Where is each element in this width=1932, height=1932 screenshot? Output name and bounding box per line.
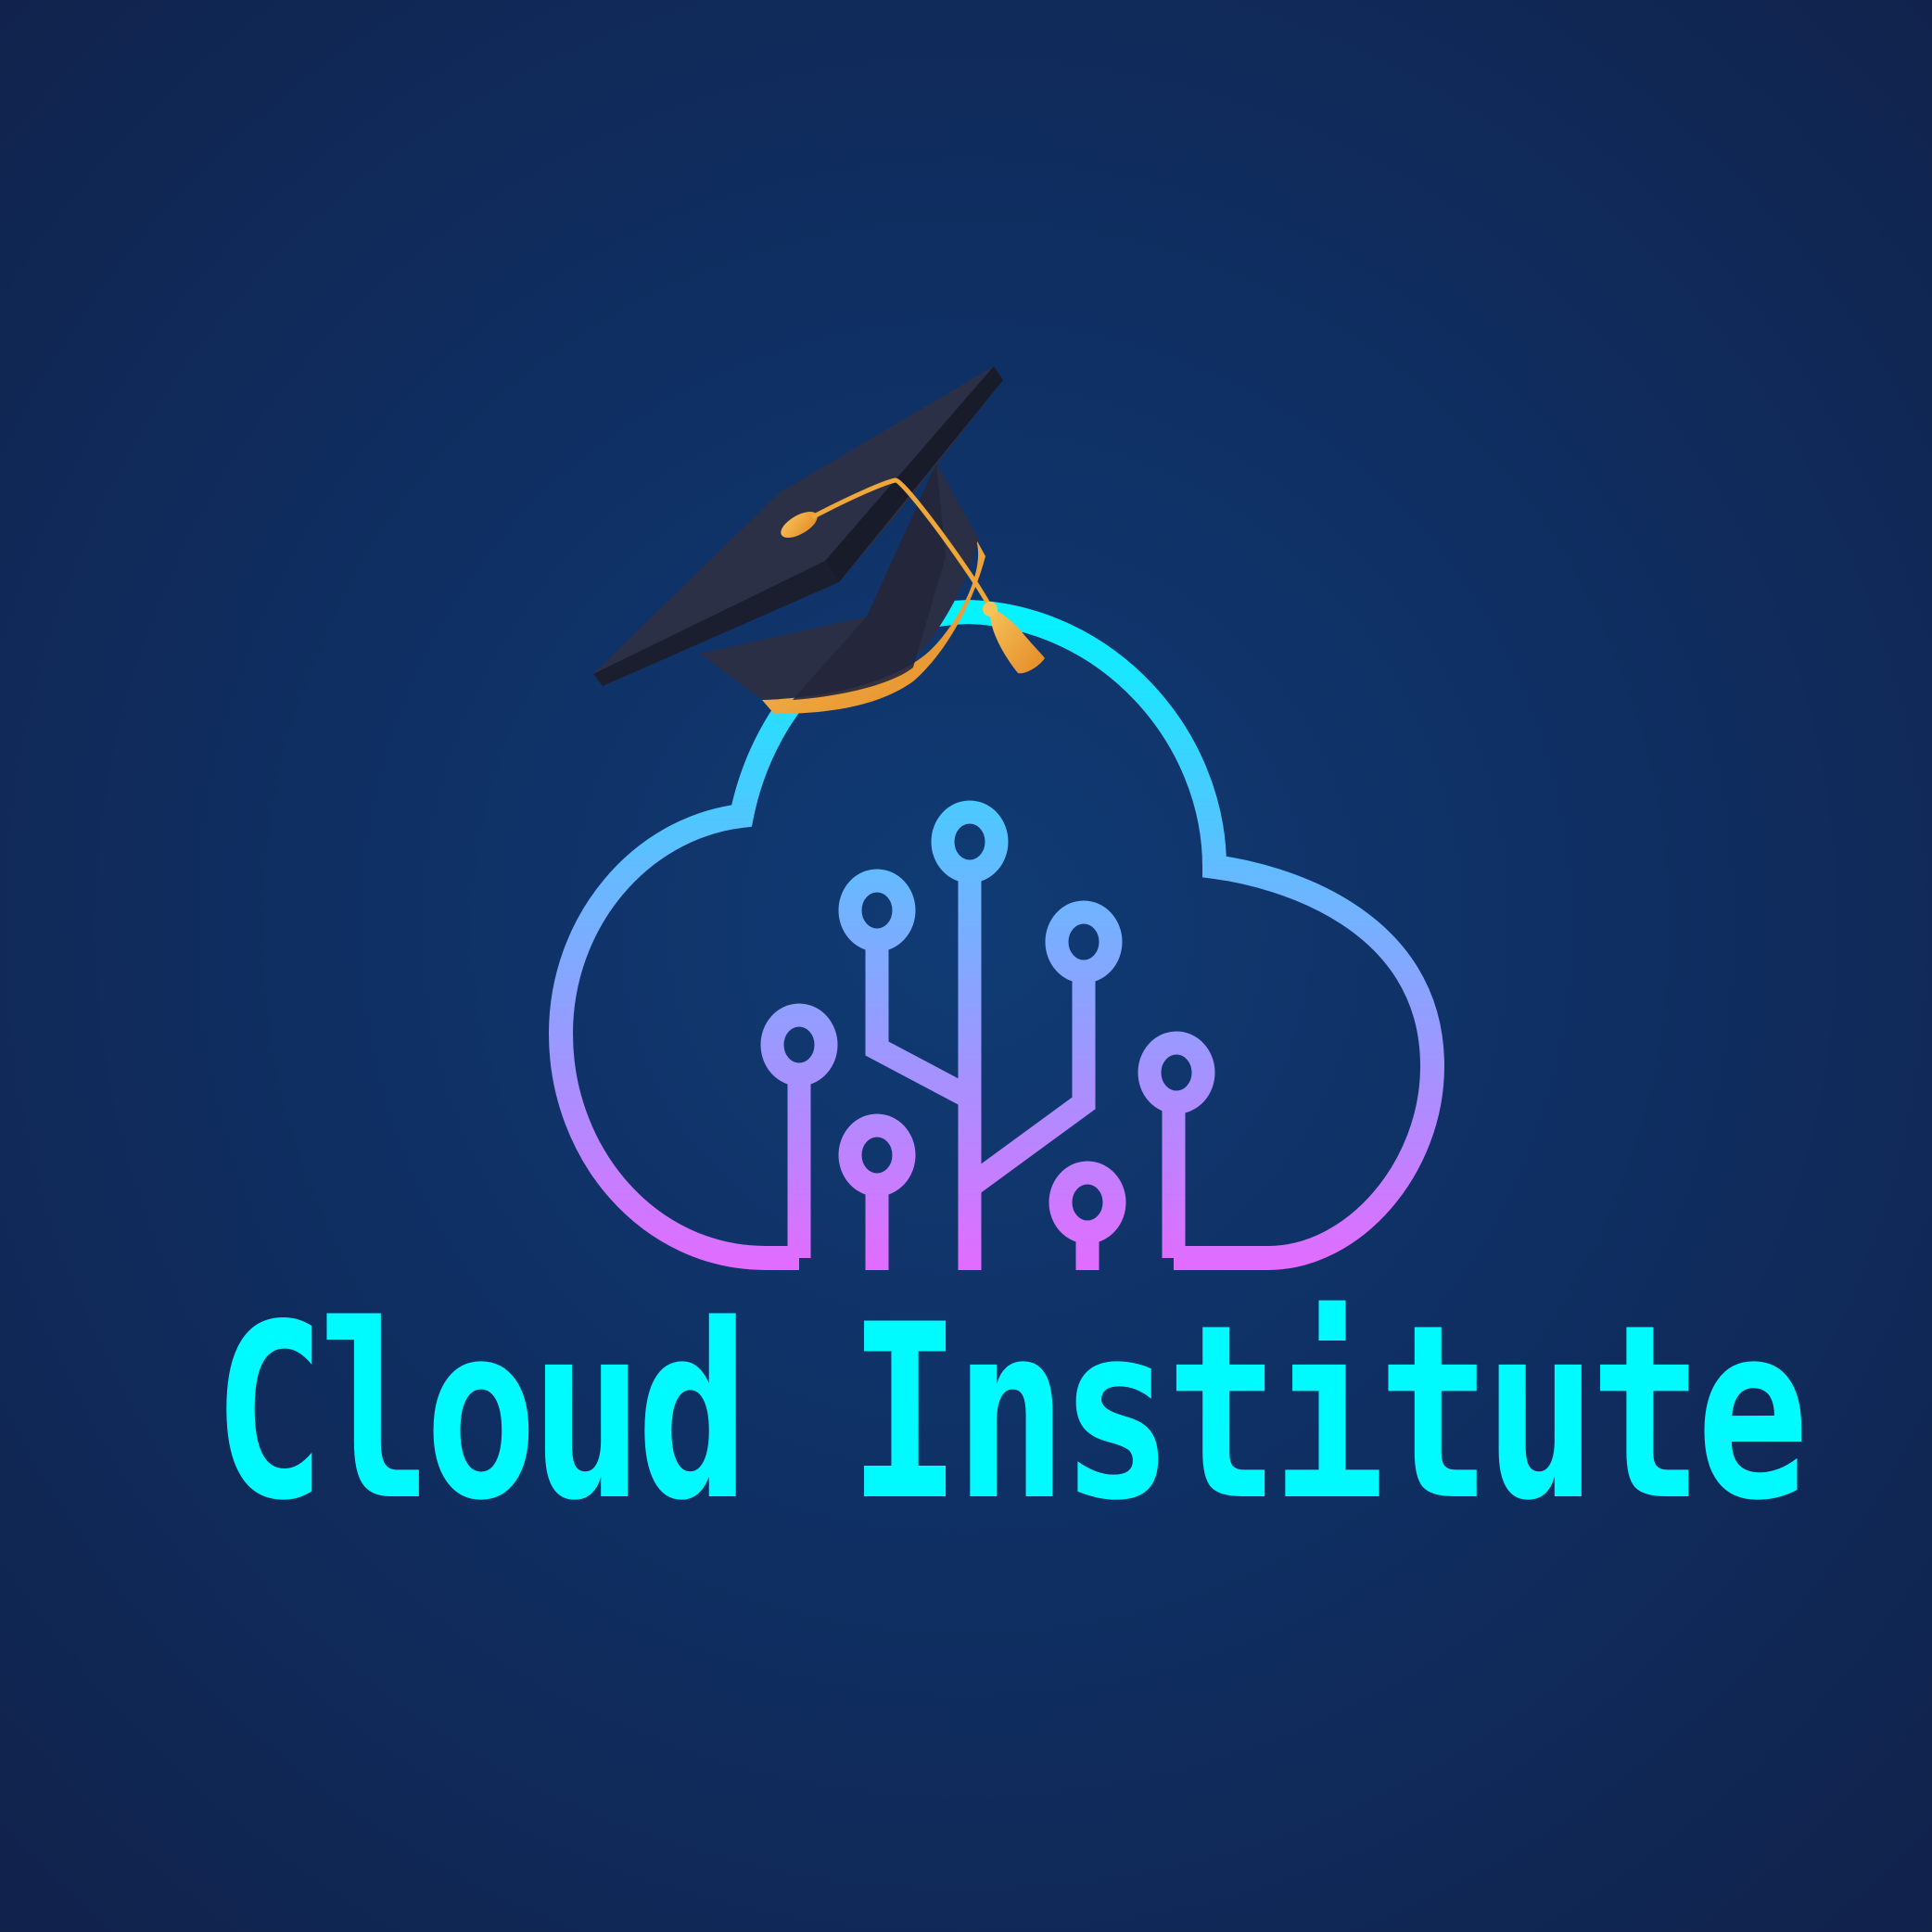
node-4 — [931, 800, 1009, 883]
cloud-circuit-icon — [548, 599, 1445, 1270]
node-7 — [1138, 1031, 1215, 1114]
graduation-cap-icon — [593, 366, 1045, 714]
node-2 — [838, 869, 916, 952]
node-1 — [760, 1003, 838, 1087]
brand-name: Cloud Institute — [212, 1274, 1809, 1554]
cloud-outline — [548, 599, 1445, 1270]
node-3 — [838, 1113, 916, 1197]
circuit-nodes — [760, 800, 1215, 1244]
node-6 — [1049, 1161, 1126, 1244]
trace-3 — [865, 938, 982, 1270]
trace-4 — [958, 871, 1096, 1210]
node-5 — [1045, 900, 1123, 984]
